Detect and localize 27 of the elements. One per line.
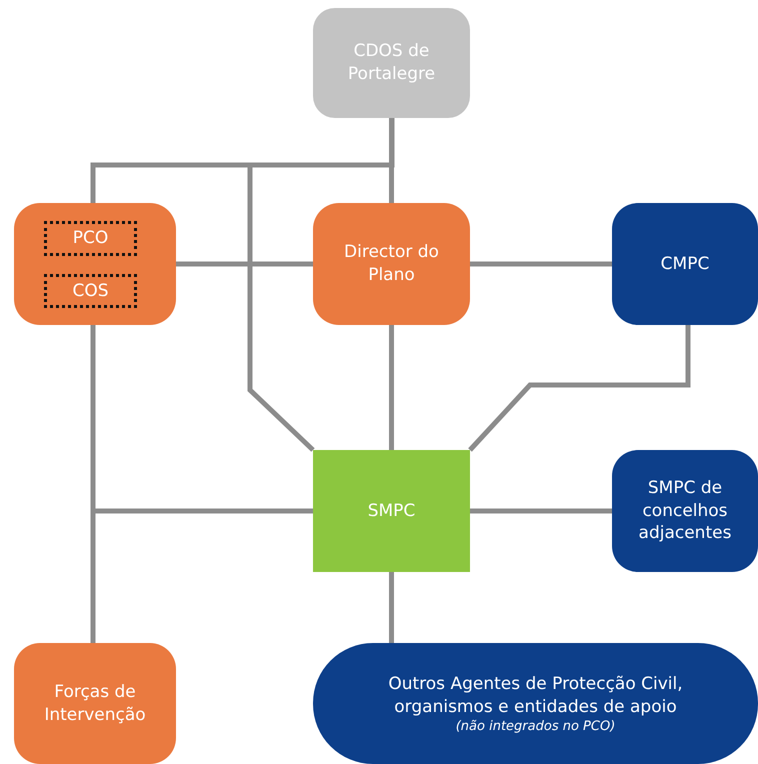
process-box bbox=[313, 450, 470, 572]
dotted-box bbox=[44, 221, 137, 256]
process-box bbox=[612, 203, 758, 325]
connector-line bbox=[389, 572, 394, 643]
connector-line bbox=[468, 325, 690, 452]
node-label: Director do Plano bbox=[343, 241, 440, 287]
connector-line bbox=[389, 118, 394, 203]
connector-line bbox=[176, 262, 313, 266]
node-label: SMPC bbox=[366, 500, 416, 522]
node-label: Forças de Intervenção bbox=[43, 680, 147, 726]
node-label: CDOS de Portalegre bbox=[346, 40, 436, 86]
node-label: PCO bbox=[72, 227, 110, 250]
node-label: CMPC bbox=[660, 252, 710, 276]
process-box bbox=[14, 643, 176, 764]
rounded-box bbox=[313, 643, 758, 764]
group-box bbox=[14, 203, 176, 325]
process-box bbox=[612, 450, 758, 572]
process-box bbox=[313, 8, 470, 118]
node-label: COS bbox=[71, 280, 110, 302]
connector-line bbox=[470, 508, 612, 514]
node-note: (não integrados no PCO) bbox=[454, 718, 616, 734]
node-label: SMPC de concelhos adjacentes bbox=[638, 476, 732, 546]
process-box bbox=[313, 203, 470, 325]
connector-line bbox=[470, 262, 612, 266]
node-label: Outros Agentes de Protecção Civil, organismos e entidades de apoio bbox=[387, 673, 684, 719]
connector-line bbox=[389, 325, 394, 450]
dotted-box bbox=[44, 274, 137, 308]
